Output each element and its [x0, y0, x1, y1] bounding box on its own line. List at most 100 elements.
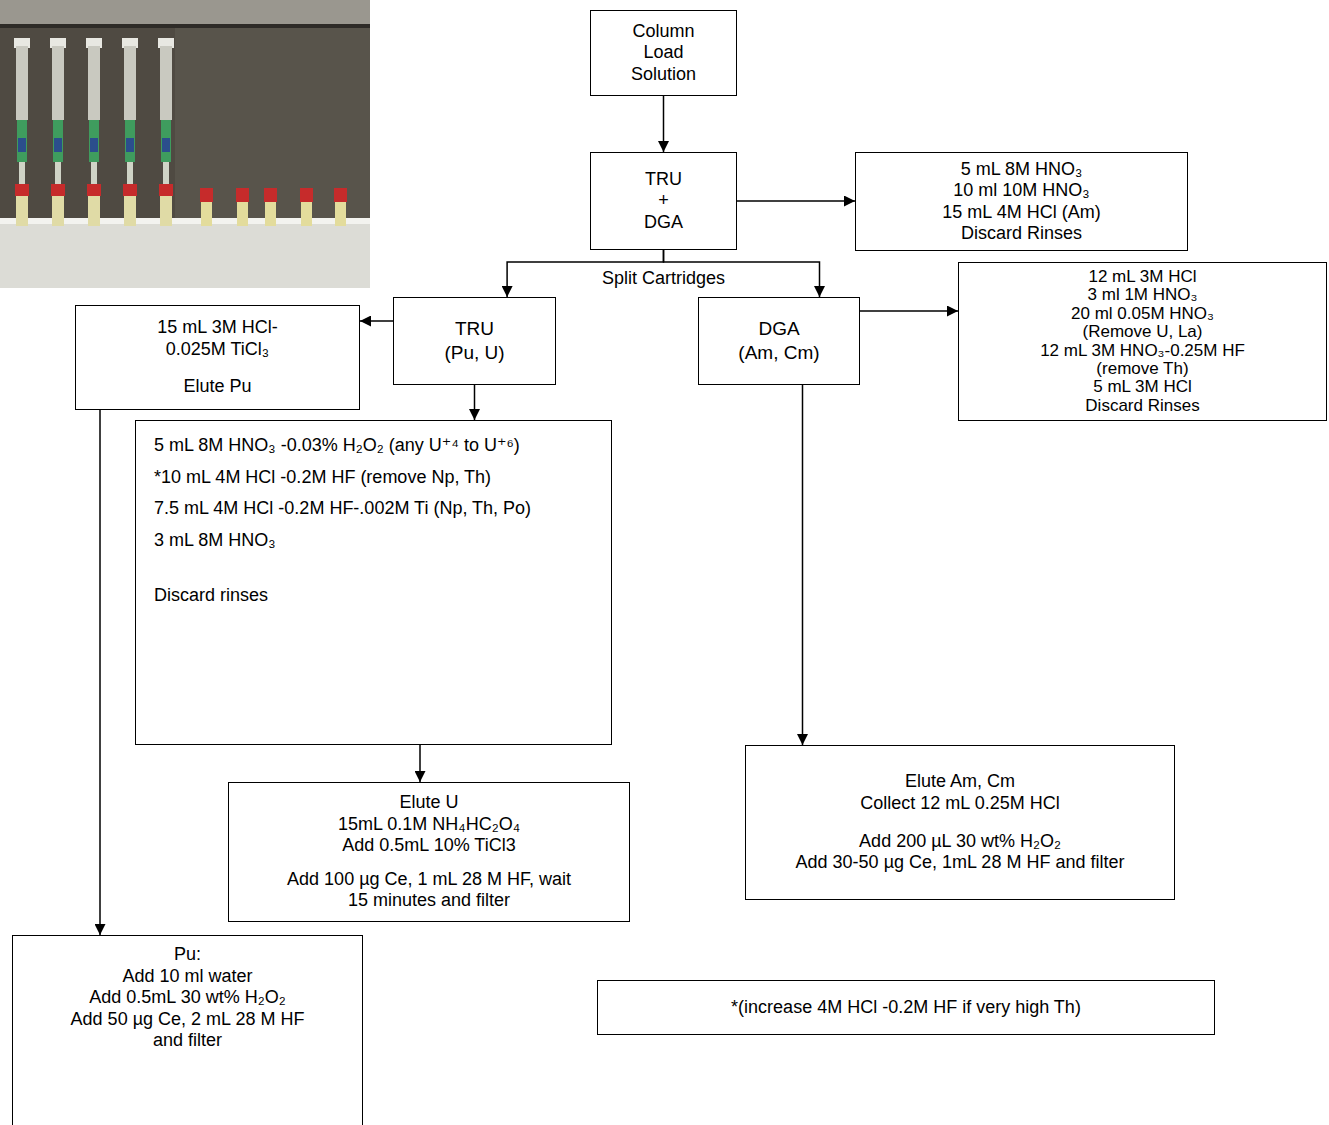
box-text: 15mL 0.1M NH₄HC₂O₄: [237, 814, 621, 836]
box-content: 15 mL 3M HCl- 0.025M TiCl₃Elute Pu: [84, 317, 351, 398]
tube-cap: [15, 184, 29, 196]
box-text: 20 ml 0.05M HNO₃: [967, 305, 1318, 323]
box-text: Add 10 ml water: [21, 966, 354, 988]
column-photo: [0, 0, 370, 288]
box-text: Column Load Solution: [631, 21, 696, 86]
box-text: Pu:: [21, 944, 354, 966]
box-content: TRU + DGA: [599, 169, 728, 234]
box-content: 5 mL 8M HNO₃10 ml 10M HNO₃15 mL 4M HCl (…: [864, 159, 1179, 244]
box-text: 12 mL 3M HCl: [967, 268, 1318, 286]
process-box: *(increase 4M HCl -0.2M HF if very high …: [597, 980, 1215, 1035]
column: [86, 38, 102, 226]
collection-tube: [88, 196, 100, 226]
column: [50, 38, 66, 226]
box-text: Add 200 µL 30 wt% H₂O₂: [754, 831, 1166, 853]
resin-bed: [17, 120, 27, 162]
tube: [265, 202, 276, 226]
column: [122, 38, 138, 226]
box-content: Column Load Solution: [599, 21, 728, 86]
resin-bed: [125, 120, 135, 162]
process-box: TRU + DGA: [590, 152, 737, 250]
box-content: 12 mL 3M HCl3 ml 1M HNO₃20 ml 0.05M HNO₃…: [967, 268, 1318, 415]
box-text: 3 mL 8M HNO₃: [154, 530, 593, 552]
rack-shelf: [0, 218, 370, 288]
column-reservoir: [124, 46, 136, 120]
flow-arrow: [474, 385, 476, 420]
box-text: Discard Rinses: [864, 223, 1179, 244]
flow-arrow: [860, 310, 958, 312]
box-text: 15 mL 3M HCl- 0.025M TiCl₃: [143, 317, 293, 360]
box-text: DGA: [707, 317, 851, 341]
column-tip: [19, 162, 25, 184]
flow-arrow: [419, 745, 421, 782]
resin-band: [54, 138, 62, 152]
box-content: 5 mL 8M HNO₃ -0.03% H₂O₂ (any U⁺⁴ to U⁺⁶…: [154, 435, 593, 607]
box-text: 5 mL 3M HCl: [967, 378, 1318, 396]
box-text: 7.5 mL 4M HCl -0.2M HF-.002M Ti (Np, Th,…: [154, 498, 593, 520]
photo-background: [0, 0, 370, 288]
column: [14, 38, 30, 226]
box-text: (Am, Cm): [707, 341, 851, 365]
column-tip: [163, 162, 169, 184]
collection-tube: [16, 196, 28, 226]
light-fixture: [0, 0, 370, 24]
process-box: Elute Am, CmCollect 12 mL 0.25M HClAdd 2…: [745, 745, 1175, 900]
tube-cap: [300, 188, 313, 202]
process-box: 5 mL 8M HNO₃10 ml 10M HNO₃15 mL 4M HCl (…: [855, 152, 1188, 251]
collection-tube: [124, 196, 136, 226]
resin-bed: [89, 120, 99, 162]
box-text: (Pu, U): [402, 341, 547, 365]
box-text: TRU: [402, 317, 547, 341]
tube-cap: [264, 188, 277, 202]
process-box: 15 mL 3M HCl- 0.025M TiCl₃Elute Pu: [75, 305, 360, 410]
resin-band: [18, 138, 26, 152]
box-content: Pu:Add 10 ml waterAdd 0.5mL 30 wt% H₂O₂A…: [21, 944, 354, 1052]
tube: [301, 202, 312, 226]
flow-arrow: [802, 385, 804, 745]
spare-tubes: [200, 188, 347, 226]
box-text: Add 0.5mL 30 wt% H₂O₂: [21, 987, 354, 1009]
tube-cap: [200, 188, 213, 202]
tube-cap: [123, 184, 137, 196]
tube-cap: [87, 184, 101, 196]
process-box: Pu:Add 10 ml waterAdd 0.5mL 30 wt% H₂O₂A…: [12, 935, 363, 1125]
box-text: TRU + DGA: [644, 169, 683, 234]
column-reservoir: [52, 46, 64, 120]
flow-arrow: [99, 410, 101, 935]
process-box: TRU(Pu, U): [393, 297, 556, 385]
box-content: *(increase 4M HCl -0.2M HF if very high …: [606, 997, 1206, 1019]
box-content: DGA(Am, Cm): [707, 317, 851, 365]
collection-tube: [160, 196, 172, 226]
flow-arrow: [663, 96, 665, 152]
process-box: DGA(Am, Cm): [698, 297, 860, 385]
fixture-edge: [0, 24, 370, 28]
box-content: TRU(Pu, U): [402, 317, 547, 365]
box-text: 12 mL 3M HNO₃-0.25M HF: [967, 342, 1318, 360]
box-text: Collect 12 mL 0.25M HCl: [754, 793, 1166, 815]
tube-cap: [236, 188, 249, 202]
process-box: 5 mL 8M HNO₃ -0.03% H₂O₂ (any U⁺⁴ to U⁺⁶…: [135, 420, 612, 745]
box-text: Discard Rinses: [967, 397, 1318, 415]
column-reservoir: [88, 46, 100, 120]
tube: [335, 202, 346, 226]
box-text: Discard rinses: [154, 585, 593, 607]
box-text: 5 mL 8M HNO₃: [864, 159, 1179, 180]
tube: [201, 202, 212, 226]
box-text: 3 ml 1M HNO₃: [967, 286, 1318, 304]
flow-arrow: [737, 200, 855, 202]
column-tip: [91, 162, 97, 184]
process-box: Elute U15mL 0.1M NH₄HC₂O₄Add 0.5mL 10% T…: [228, 782, 630, 922]
resin-band: [126, 138, 134, 152]
box-text: *(increase 4M HCl -0.2M HF if very high …: [606, 997, 1206, 1019]
box-text: 15 mL 4M HCl (Am): [864, 202, 1179, 223]
box-text: 5 mL 8M HNO₃ -0.03% H₂O₂ (any U⁺⁴ to U⁺⁶…: [154, 435, 593, 457]
resin-bed: [161, 120, 171, 162]
box-text: *10 mL 4M HCl -0.2M HF (remove Np, Th): [154, 467, 593, 489]
box-content: Elute Am, CmCollect 12 mL 0.25M HClAdd 2…: [754, 771, 1166, 873]
tube: [237, 202, 248, 226]
box-text: 10 ml 10M HNO₃: [864, 180, 1179, 201]
column: [158, 38, 174, 226]
box-text: Add 30-50 µg Ce, 1mL 28 M HF and filter: [754, 852, 1166, 874]
column-tip: [127, 162, 133, 184]
box-text: Add 100 µg Ce, 1 mL 28 M HF, wait 15 min…: [279, 869, 579, 912]
